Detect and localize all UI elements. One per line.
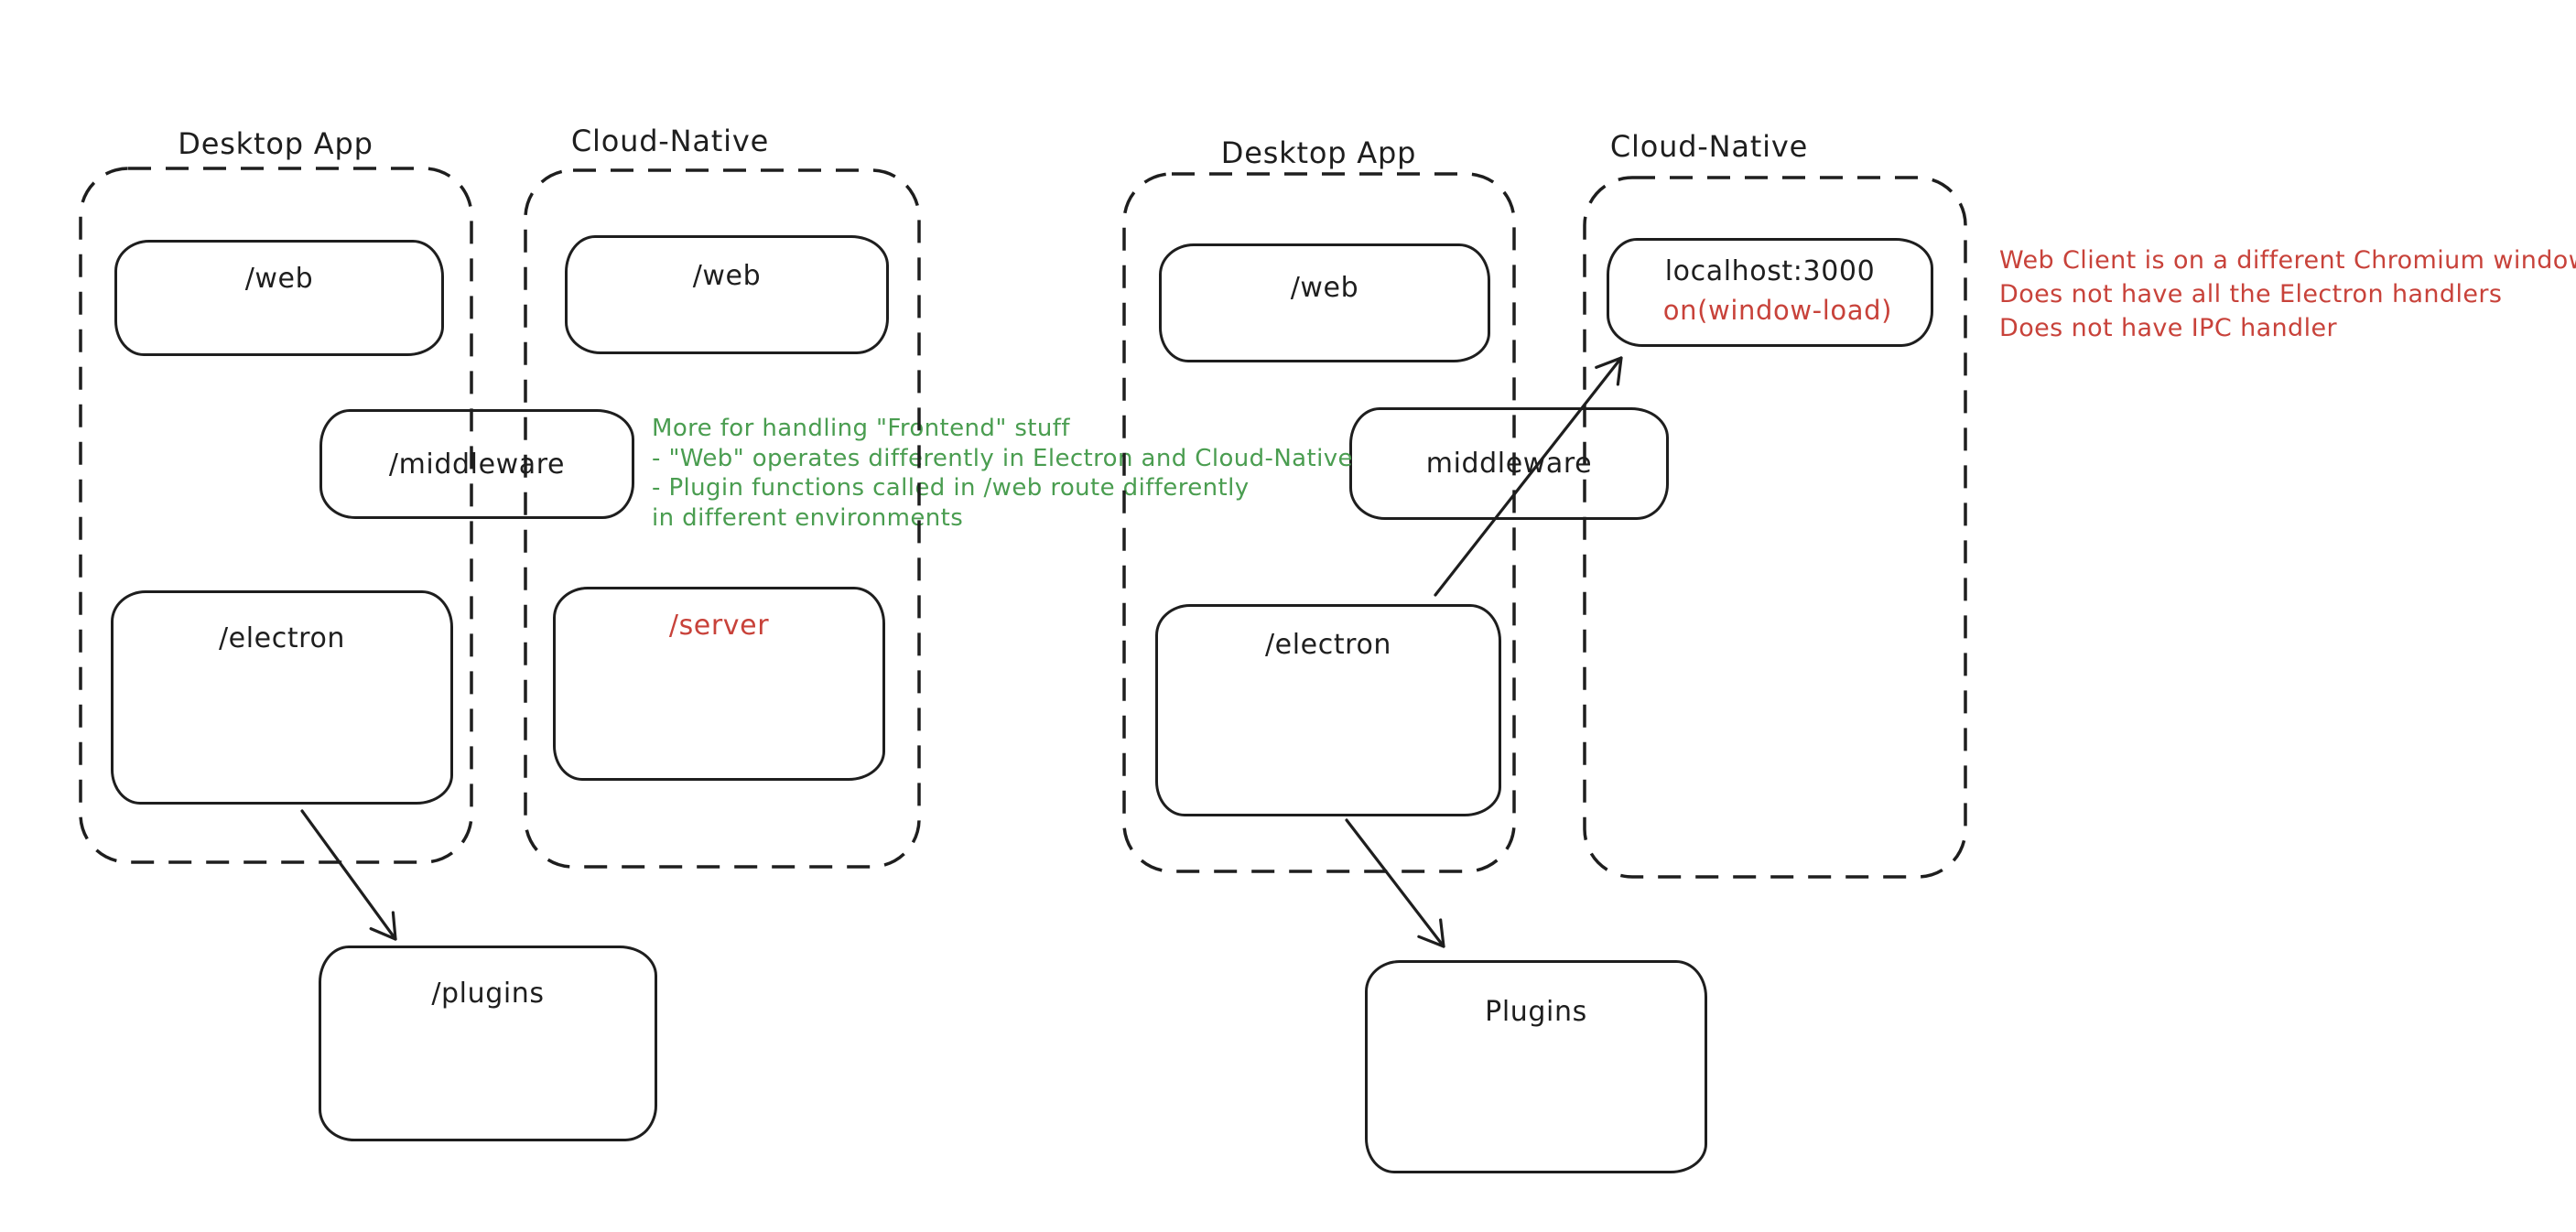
note-line: - Plugin functions called in /web route … bbox=[652, 474, 1250, 502]
left-desktop-app-title[interactable]: Desktop App bbox=[178, 126, 373, 161]
note-line: in different environments bbox=[652, 503, 964, 532]
arrow-electron-to-plugins-left[interactable] bbox=[300, 809, 397, 941]
node-server-left[interactable]: /server bbox=[553, 587, 885, 781]
node-web-left-desktop[interactable]: /web bbox=[114, 240, 444, 356]
note-line: - "Web" operates differently in Electron… bbox=[652, 444, 1353, 472]
node-label: /server bbox=[668, 610, 770, 642]
left-cloud-native-title[interactable]: Cloud-Native bbox=[570, 124, 770, 158]
node-label: /plugins bbox=[431, 978, 545, 1010]
node-middleware-right[interactable]: middleware bbox=[1349, 407, 1669, 520]
node-plugins-right[interactable]: Plugins bbox=[1365, 960, 1707, 1173]
node-label: /middleware bbox=[388, 448, 566, 481]
node-plugins-left[interactable]: /plugins bbox=[319, 946, 657, 1141]
node-label-group: localhost:3000 on(window-load) bbox=[1609, 241, 1931, 326]
localhost-label: localhost:3000 bbox=[1664, 255, 1876, 287]
node-localhost-3000[interactable]: localhost:3000 on(window-load) bbox=[1607, 238, 1933, 347]
node-label: /web bbox=[244, 263, 314, 295]
note-line: More for handling "Frontend" stuff bbox=[652, 415, 1070, 442]
node-web-right[interactable]: /web bbox=[1159, 243, 1490, 362]
node-electron-left[interactable]: /electron bbox=[111, 590, 453, 805]
node-label: /electron bbox=[1264, 629, 1392, 661]
window-load-label: on(window-load) bbox=[1662, 295, 1892, 326]
red-annotation-note[interactable]: Web Client is on a different Chromium wi… bbox=[1999, 243, 2576, 345]
right-cloud-native-title[interactable]: Cloud-Native bbox=[1609, 129, 1809, 164]
node-label: /web bbox=[1290, 272, 1359, 304]
note-line: Web Client is on a different Chromium wi… bbox=[1999, 246, 2576, 275]
note-line: Does not have IPC handler bbox=[1999, 314, 2338, 342]
arrow-electron-to-plugins-right[interactable] bbox=[1345, 818, 1445, 948]
node-web-left-cloud[interactable]: /web bbox=[565, 235, 889, 354]
node-label: /electron bbox=[218, 622, 346, 654]
node-label: Plugins bbox=[1485, 996, 1587, 1028]
right-desktop-app-title[interactable]: Desktop App bbox=[1220, 135, 1417, 170]
node-middleware-left[interactable]: /middleware bbox=[319, 409, 634, 519]
note-line: Does not have all the Electron handlers bbox=[1999, 280, 2503, 308]
node-label: /web bbox=[692, 260, 762, 292]
node-electron-right[interactable]: /electron bbox=[1155, 604, 1501, 816]
node-label: middleware bbox=[1425, 448, 1593, 480]
green-annotation-note[interactable]: More for handling "Frontend" stuff - "We… bbox=[652, 414, 1353, 533]
